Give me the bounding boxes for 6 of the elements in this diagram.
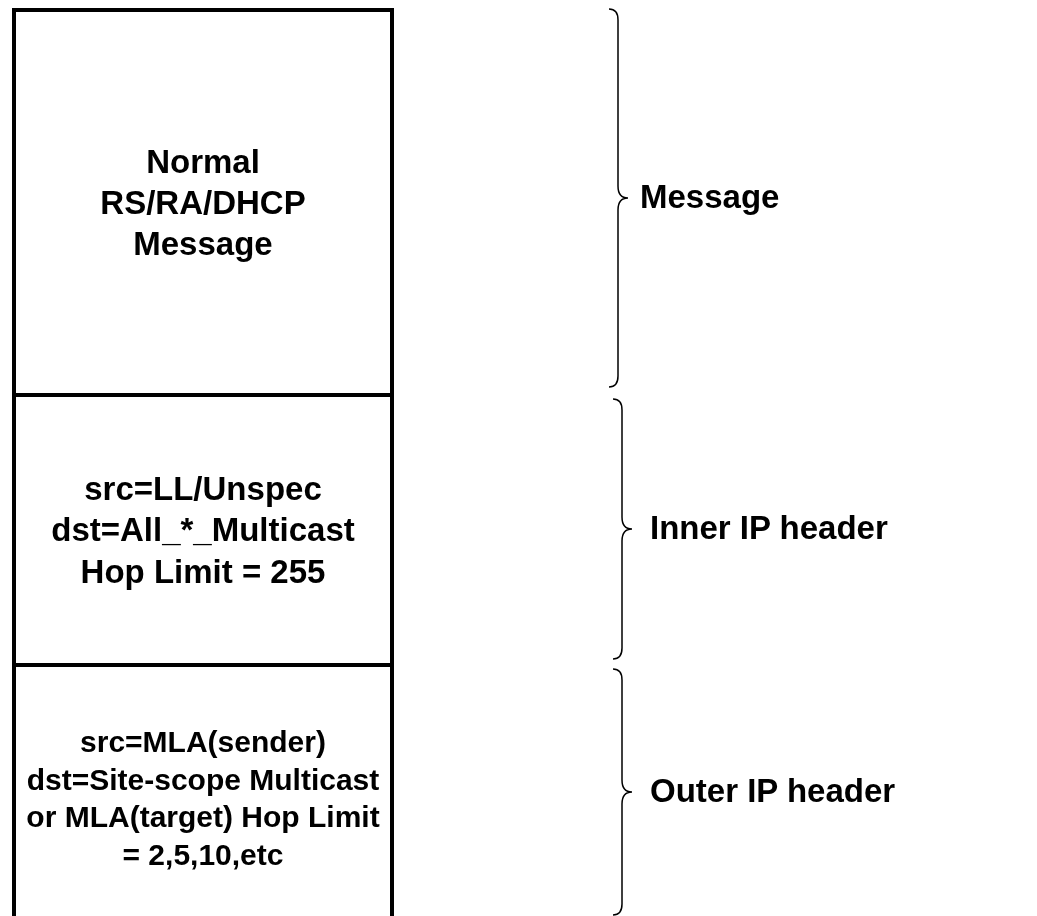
field-text: src=MLA(sender) dst=Site-scope Multicast or MLA(target) Hop Limit = 2,5,10,etc xyxy=(25,724,381,873)
field-text: Normal RS/RA/DHCP Message xyxy=(99,141,307,265)
section-label: Inner IP header xyxy=(650,509,888,547)
field-text: src=LL/Unspec dst=All_*_Multicast Hop Limit = 255 xyxy=(50,469,356,592)
section-label: Message xyxy=(640,178,780,216)
section-label: Outer IP header xyxy=(650,772,896,810)
